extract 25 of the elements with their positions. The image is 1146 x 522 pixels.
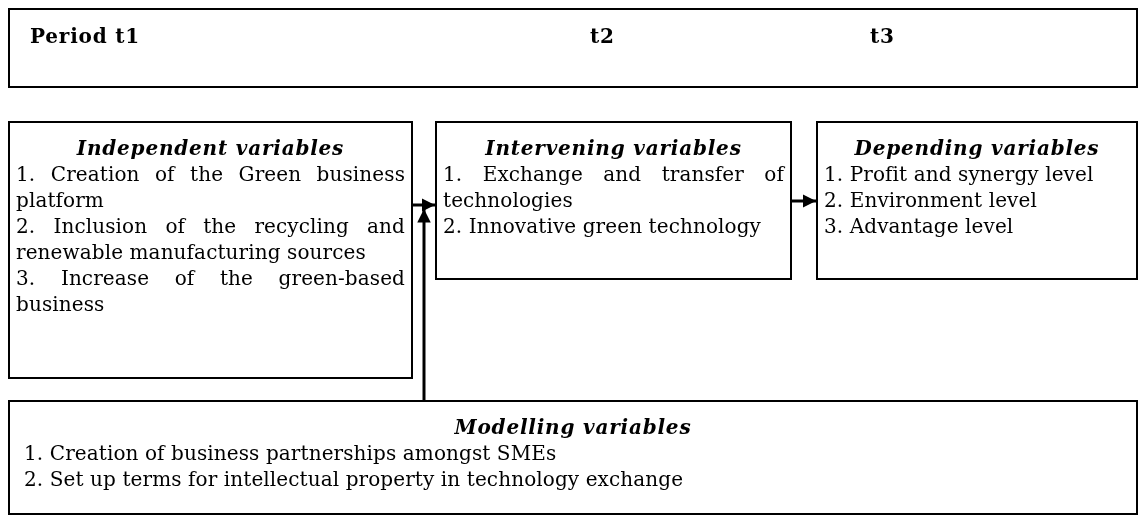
variables-box: [435, 121, 792, 280]
list-item: 2. Innovative green technology: [443, 213, 762, 239]
period-label: t2: [590, 24, 615, 48]
box-heading: Independent variables: [75, 135, 346, 161]
list-item: 1. Creation of the Green business platform: [16, 161, 405, 213]
period-band: [8, 8, 1138, 88]
arrow: [792, 194, 816, 208]
list-item: 1. Exchange and transfer of technologies: [443, 161, 784, 213]
variables-box: [8, 121, 413, 379]
list-item: 2. Set up terms for intellectual property in technology exchange: [24, 466, 685, 492]
list-item: 3. Increase of the green-based business: [16, 265, 405, 317]
list-item: 3. Advantage level: [824, 213, 1015, 239]
list-item: 2. Environment level: [824, 187, 1038, 213]
box-heading: Depending variables: [853, 135, 1101, 161]
list-item: 2. Inclusion of the recycling and renewable manufacturing sources: [16, 213, 405, 265]
box-heading: Intervening variables: [484, 135, 743, 161]
arrow: [417, 209, 431, 400]
period-label: t3: [870, 24, 895, 48]
variables-box: [816, 121, 1138, 280]
period-label: Period t1: [30, 24, 140, 48]
box-heading: Modelling variables: [453, 414, 693, 440]
variables-box: [8, 400, 1138, 515]
list-item: 1. Profit and synergy level: [824, 161, 1095, 187]
arrow: [413, 198, 435, 212]
list-item: 1. Creation of business partnerships amongst SMEs: [24, 440, 558, 466]
